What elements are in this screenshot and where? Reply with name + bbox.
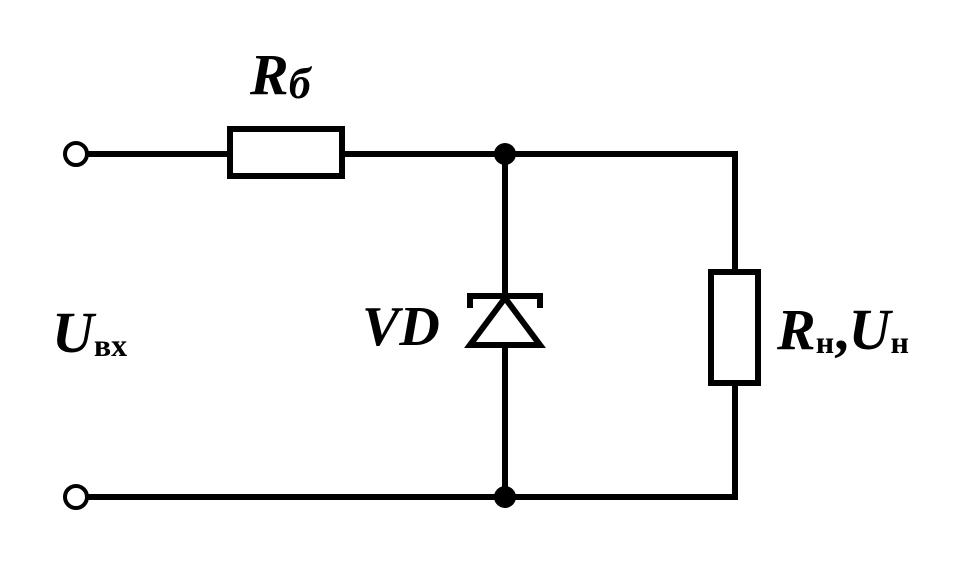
- ballast-resistor: [227, 126, 345, 179]
- zener-cathode-bar: [467, 293, 543, 308]
- label-load: Rн,Uн: [776, 297, 909, 362]
- zener-triangle: [464, 292, 546, 348]
- label-r-ballast: Rб: [249, 42, 313, 108]
- zener-diode: [464, 292, 546, 348]
- label-vd: VD: [362, 296, 440, 358]
- junction-bottom: [494, 486, 516, 508]
- junction-top: [494, 143, 516, 165]
- input-terminal-top: [63, 141, 89, 167]
- input-terminal-bottom: [63, 484, 89, 510]
- label-u-input: Uвх: [52, 300, 127, 365]
- load-resistor: [708, 269, 761, 386]
